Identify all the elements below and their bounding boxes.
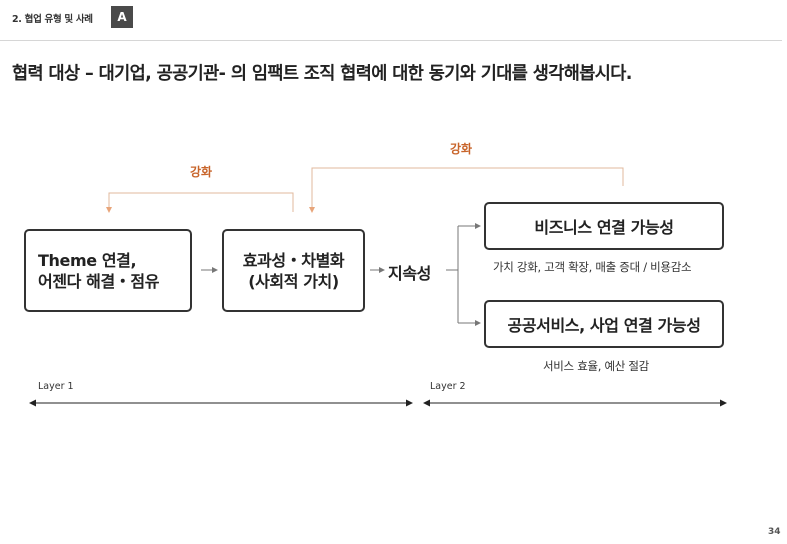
public-box: 공공서비스, 사업 연결 가능성 [484, 300, 724, 348]
effect-box-line-1: 효과성・차별화 [242, 250, 345, 270]
business-subtext: 가치 강화, 고객 확장, 매출 증대 / 비용감소 [493, 260, 692, 274]
effect-box-line-2: (사회적 가치) [248, 271, 339, 291]
page-number: 34 [768, 527, 781, 537]
section-badge: A [111, 6, 133, 28]
layer-1-label: Layer 1 [38, 381, 74, 392]
public-subtext: 서비스 효율, 예산 절감 [543, 359, 649, 373]
layer-2-label: Layer 2 [430, 381, 466, 392]
page-title: 협력 대상 – 대기업, 공공기관- 의 임팩트 조직 협력에 대한 동기와 기… [12, 64, 632, 84]
reinforce-loop-1-arrowhead [106, 207, 112, 213]
theme-box-line-2: 어젠다 해결・점유 [38, 271, 160, 291]
reinforce-loop-1 [108, 192, 294, 212]
header-divider [0, 40, 782, 41]
theme-box-line-1: Theme 연결, [38, 250, 137, 270]
section-label: 2. 협업 유형 및 사례 [12, 14, 93, 25]
business-box: 비즈니스 연결 가능성 [484, 202, 724, 250]
sustainability-label: 지속성 [388, 264, 431, 283]
reinforce-label-2: 강화 [450, 142, 473, 156]
reinforce-loop-2-arrowhead [309, 207, 315, 213]
theme-box: Theme 연결, 어젠다 해결・점유 [24, 229, 192, 312]
effect-box: 효과성・차별화 (사회적 가치) [222, 229, 365, 312]
reinforce-loop-2 [311, 167, 624, 208]
reinforce-label-1: 강화 [190, 165, 213, 179]
